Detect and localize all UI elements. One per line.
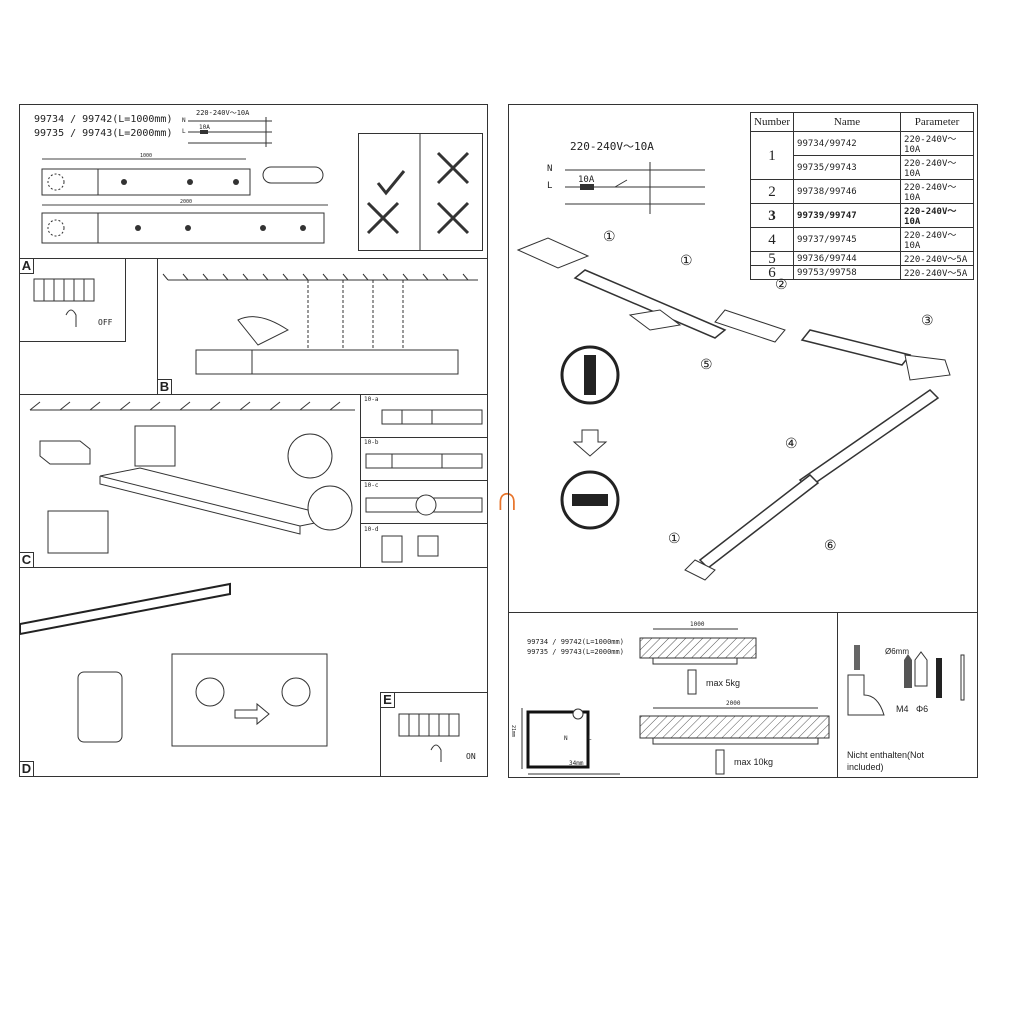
- callout-4: ④: [785, 435, 798, 451]
- row-number: 4: [749, 227, 795, 252]
- dim-1000: 1000: [140, 153, 153, 159]
- callout-1-endcap: ①: [603, 228, 616, 244]
- track-assembly-drawing: [516, 237, 951, 581]
- profile-l: L: [588, 735, 592, 742]
- screw-size: M4: [896, 704, 909, 714]
- left-wiring-l: L: [182, 128, 186, 135]
- length-2000: 2000: [726, 700, 741, 707]
- ceiling-drill-drawing: [162, 273, 478, 375]
- row-name: 99738/99746: [793, 179, 902, 204]
- section-label-c: C: [19, 552, 34, 568]
- row-name: 99735/99743: [793, 155, 902, 180]
- header-parameter: Parameter: [900, 112, 975, 132]
- left-model-line-2: 99735 / 99743(L=2000mm): [34, 128, 173, 139]
- breaker-on-drawing: [398, 713, 460, 762]
- section-label-d: D: [19, 761, 34, 777]
- rail-mounting-drawing: [29, 401, 355, 554]
- drill-size: Ø6mm: [885, 647, 909, 656]
- max-load-10kg: max 10kg: [734, 757, 774, 767]
- section-label-b: B: [157, 379, 172, 395]
- left-wiring-diagram: [188, 117, 272, 147]
- left-model-line-1: 99734 / 99742(L=1000mm): [34, 114, 173, 125]
- bottom-model-line-2: 99735 / 99743(L=2000mm): [527, 648, 624, 656]
- left-wiring-fuse: 10A: [199, 124, 210, 131]
- right-page: [508, 104, 978, 778]
- callout-2: ②: [775, 276, 788, 292]
- step-10b: 10-b: [364, 439, 379, 446]
- length-1000: 1000: [690, 621, 705, 628]
- row-number: 2: [749, 179, 795, 204]
- row-param: 220-240V～5A: [900, 265, 975, 280]
- row-param: 220-240V～10A: [900, 203, 975, 228]
- sub-step-drawings: [365, 409, 483, 563]
- step-10a: 10-a: [364, 396, 379, 403]
- bottom-model-line-1: 99734 / 99742(L=1000mm): [527, 638, 624, 646]
- row-name: 99734/99742: [793, 131, 902, 156]
- right-wiring-l: L: [547, 181, 553, 191]
- right-wiring-fuse: 10A: [578, 175, 595, 185]
- dim-2000: 2000: [180, 199, 193, 205]
- max-load-5kg: max 5kg: [706, 678, 741, 688]
- page-separator-symbol: ∩: [495, 480, 520, 518]
- step-10d: 10-d: [364, 526, 379, 533]
- profile-width: 34mm: [569, 760, 584, 767]
- right-wiring-diagram: [565, 162, 705, 214]
- right-wiring-n: N: [547, 164, 553, 174]
- section-label-a: A: [19, 258, 34, 274]
- not-included-note: Nicht enthalten(Not included): [847, 750, 925, 772]
- row-name: 99739/99747: [793, 203, 902, 228]
- rail-1000-drawing: [41, 158, 328, 244]
- tools-drawing: [847, 645, 965, 716]
- callout-6: ⑥: [824, 537, 837, 553]
- profile-n: N: [564, 735, 568, 742]
- callout-5: ⑤: [700, 356, 713, 372]
- dowel-size: Φ6: [916, 704, 929, 714]
- load-diagram: [521, 628, 830, 775]
- row-number: 1: [749, 131, 795, 180]
- callout-1-bottom: ①: [668, 530, 681, 546]
- left-page: [19, 104, 488, 777]
- header-name: Name: [793, 112, 902, 132]
- callout-3: ③: [921, 312, 934, 328]
- row-number: 6: [749, 265, 795, 280]
- component-table: Number Name Parameter 1 99734/99742 220-…: [749, 112, 975, 280]
- left-wiring-n: N: [182, 117, 186, 124]
- row-param: 220-240V～10A: [900, 179, 975, 204]
- table-row: 1 99734/99742 220-240V～10A: [749, 131, 975, 180]
- table-row: 99735/99743 220-240V～10A: [751, 155, 975, 180]
- callout-1-rail: ①: [680, 252, 693, 268]
- right-wiring-voltage: 220-240V～10A: [570, 140, 654, 153]
- row-param: 220-240V～10A: [900, 131, 975, 156]
- left-wiring-voltage: 220-240V～10A: [196, 109, 250, 117]
- orientation-icons: [366, 133, 470, 251]
- spotlight-install-drawing: [20, 582, 328, 747]
- profile-height: 21mm: [510, 724, 517, 738]
- breaker-off-drawing: [33, 278, 95, 327]
- row-number: 3: [749, 203, 795, 228]
- on-label: ON: [466, 752, 476, 761]
- row-param: 220-240V～10A: [900, 227, 975, 252]
- off-label: OFF: [98, 318, 113, 327]
- step-10c: 10-c: [364, 482, 379, 489]
- header-number: Number: [749, 112, 795, 132]
- row-param: 220-240V～10A: [900, 155, 975, 180]
